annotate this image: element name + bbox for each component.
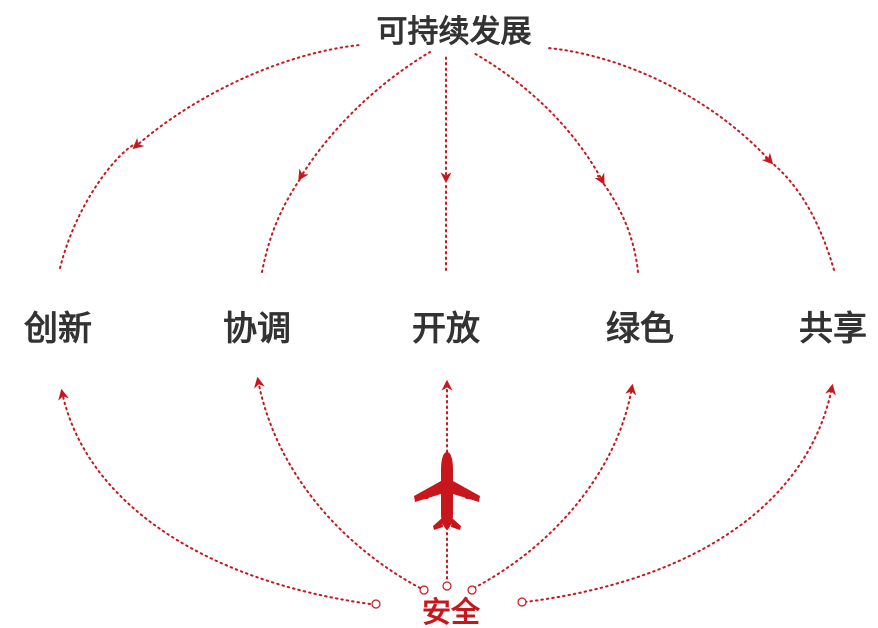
arrow-coordination-to-goal-tail: [298, 51, 431, 181]
origin-circle: [419, 585, 429, 595]
arrow-coordination-to-goal: [261, 171, 306, 273]
concept-label-openness: 开放: [412, 309, 480, 349]
origin-circle: [517, 597, 527, 607]
origin-circle: [371, 599, 381, 609]
arrow-green-to-goal: [597, 175, 639, 273]
concept-label-coordination: 协调: [223, 309, 291, 349]
arrow-sharing-to-goal: [765, 157, 835, 271]
origin-circle: [467, 585, 477, 595]
arrow-green-to-goal-tail: [471, 51, 605, 185]
lower-arrows: [58, 376, 836, 605]
arrow-safety-to-innovation: [58, 388, 371, 605]
airplane-icon: [414, 452, 480, 530]
concept-label-green: 绿色: [606, 309, 674, 349]
arrow-innovation-to-goal-tail: [132, 44, 361, 150]
arrow-safety-to-coordination: [254, 376, 421, 589]
goal-label: 可持续发展: [377, 14, 532, 50]
arrow-sharing-to-goal-tail: [547, 47, 774, 165]
arrow-safety-to-green: [473, 383, 637, 589]
arrow-safety-to-sharing: [524, 383, 836, 603]
origin-circle: [442, 581, 452, 591]
origin-circles: [371, 581, 527, 609]
upper-arrows: [59, 44, 835, 273]
foundation-label: 安全: [422, 595, 481, 628]
concept-label-sharing: 共享: [799, 309, 867, 349]
concept-label-innovation: 创新: [23, 309, 92, 349]
arrow-innovation-to-goal: [59, 141, 141, 269]
